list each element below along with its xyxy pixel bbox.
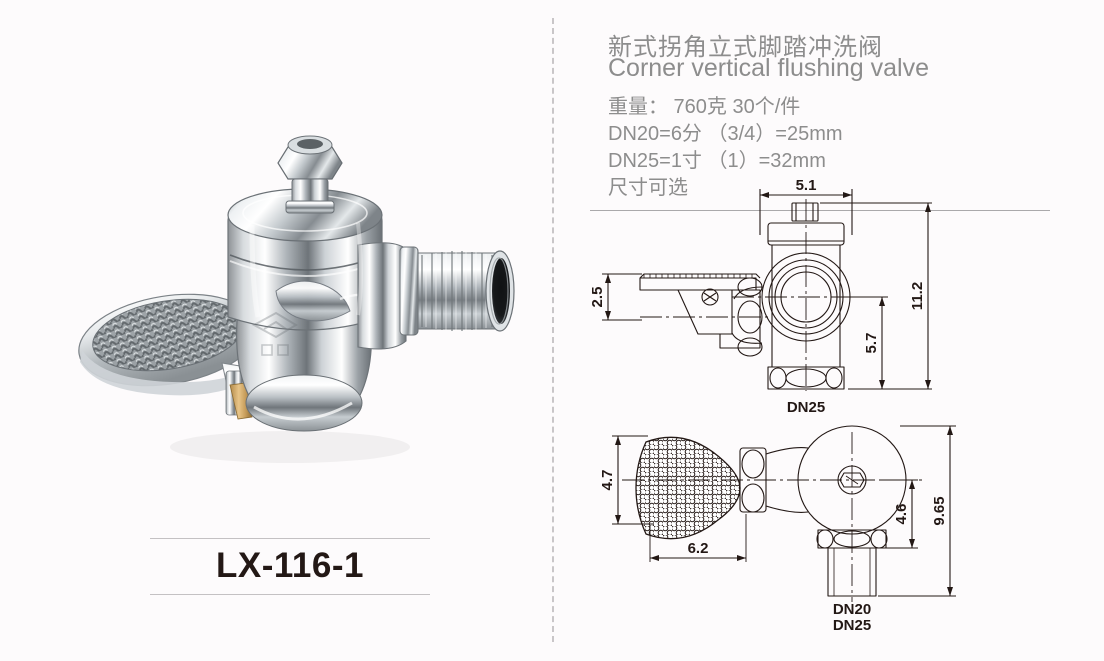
dim-pedal-height-2-5 [602, 273, 642, 321]
pedal-side [639, 273, 763, 357]
threaded-outlet [357, 242, 515, 350]
model-rule-bottom [150, 594, 430, 595]
valve-photo-illustration [78, 135, 515, 463]
dim-label-9-65: 9.65 [931, 496, 948, 525]
dim-label-5-7: 5.7 [863, 333, 880, 354]
drawing-reference-line [590, 210, 1050, 211]
model-rule-top [150, 538, 430, 539]
model-number: LX-116-1 [216, 546, 364, 585]
port-label-dn20-top: DN20 [833, 601, 871, 618]
brand-logo-watermark [251, 311, 298, 356]
product-photo-panel: LX-116-1 [40, 95, 520, 595]
dim-height-11-2 [820, 202, 932, 390]
valve-body [227, 188, 383, 432]
product-info-panel: 新式拐角立式脚踏冲洗阀 Corner vertical flushing val… [552, 0, 1104, 661]
dim-total-length-9-65 [878, 425, 956, 597]
product-title-english: Corner vertical flushing valve [608, 54, 929, 82]
product-photograph [40, 95, 520, 495]
port-label-dn25-side: DN25 [787, 399, 825, 416]
side-view-drawing: 5.1 2.5 5.7 11.2 DN25 [582, 175, 1002, 420]
model-number-block: LX-116-1 [150, 538, 430, 595]
dim-pedal-length-6-2 [649, 514, 747, 562]
dim-label-2-5: 2.5 [589, 287, 606, 308]
product-title-chinese: 新式拐角立式脚踏冲洗阀 [608, 34, 883, 61]
spec-dn20: DN20=6分 （3/4）=25mm [608, 123, 843, 145]
spec-dn25: DN25=1寸 （1）=32mm [608, 150, 826, 172]
dim-label-6-2: 6.2 [688, 540, 709, 557]
chrome-highlights [249, 222, 363, 318]
dim-label-4-6: 4.6 [893, 504, 910, 525]
dim-label-5-1: 5.1 [796, 177, 817, 194]
dim-label-4-7: 4.7 [599, 470, 616, 491]
pedal-top [635, 436, 741, 540]
spec-weight: 重量： 760克 30个/件 [608, 96, 801, 118]
centre-lines-side [640, 199, 860, 391]
dim-width-5-1 [759, 189, 853, 235]
dim-label-11-2: 11.2 [909, 282, 926, 310]
dim-pedal-width-4-7 [612, 435, 654, 525]
top-view-drawing: 4.7 6.2 4.6 9.65 DN20 DN25 [582, 418, 1002, 638]
panel-divider [552, 18, 554, 642]
top-hex-nut [277, 135, 343, 214]
port-label-dn25-top: DN25 [833, 617, 871, 634]
specification-list: 重量： 760克 30个/件 DN20=6分 （3/4）=25mm DN25=1… [608, 94, 843, 202]
spec-size-optional: 尺寸可选 [608, 177, 688, 199]
centre-lines-top [622, 432, 922, 602]
dim-body-offset-4-6 [882, 479, 918, 549]
